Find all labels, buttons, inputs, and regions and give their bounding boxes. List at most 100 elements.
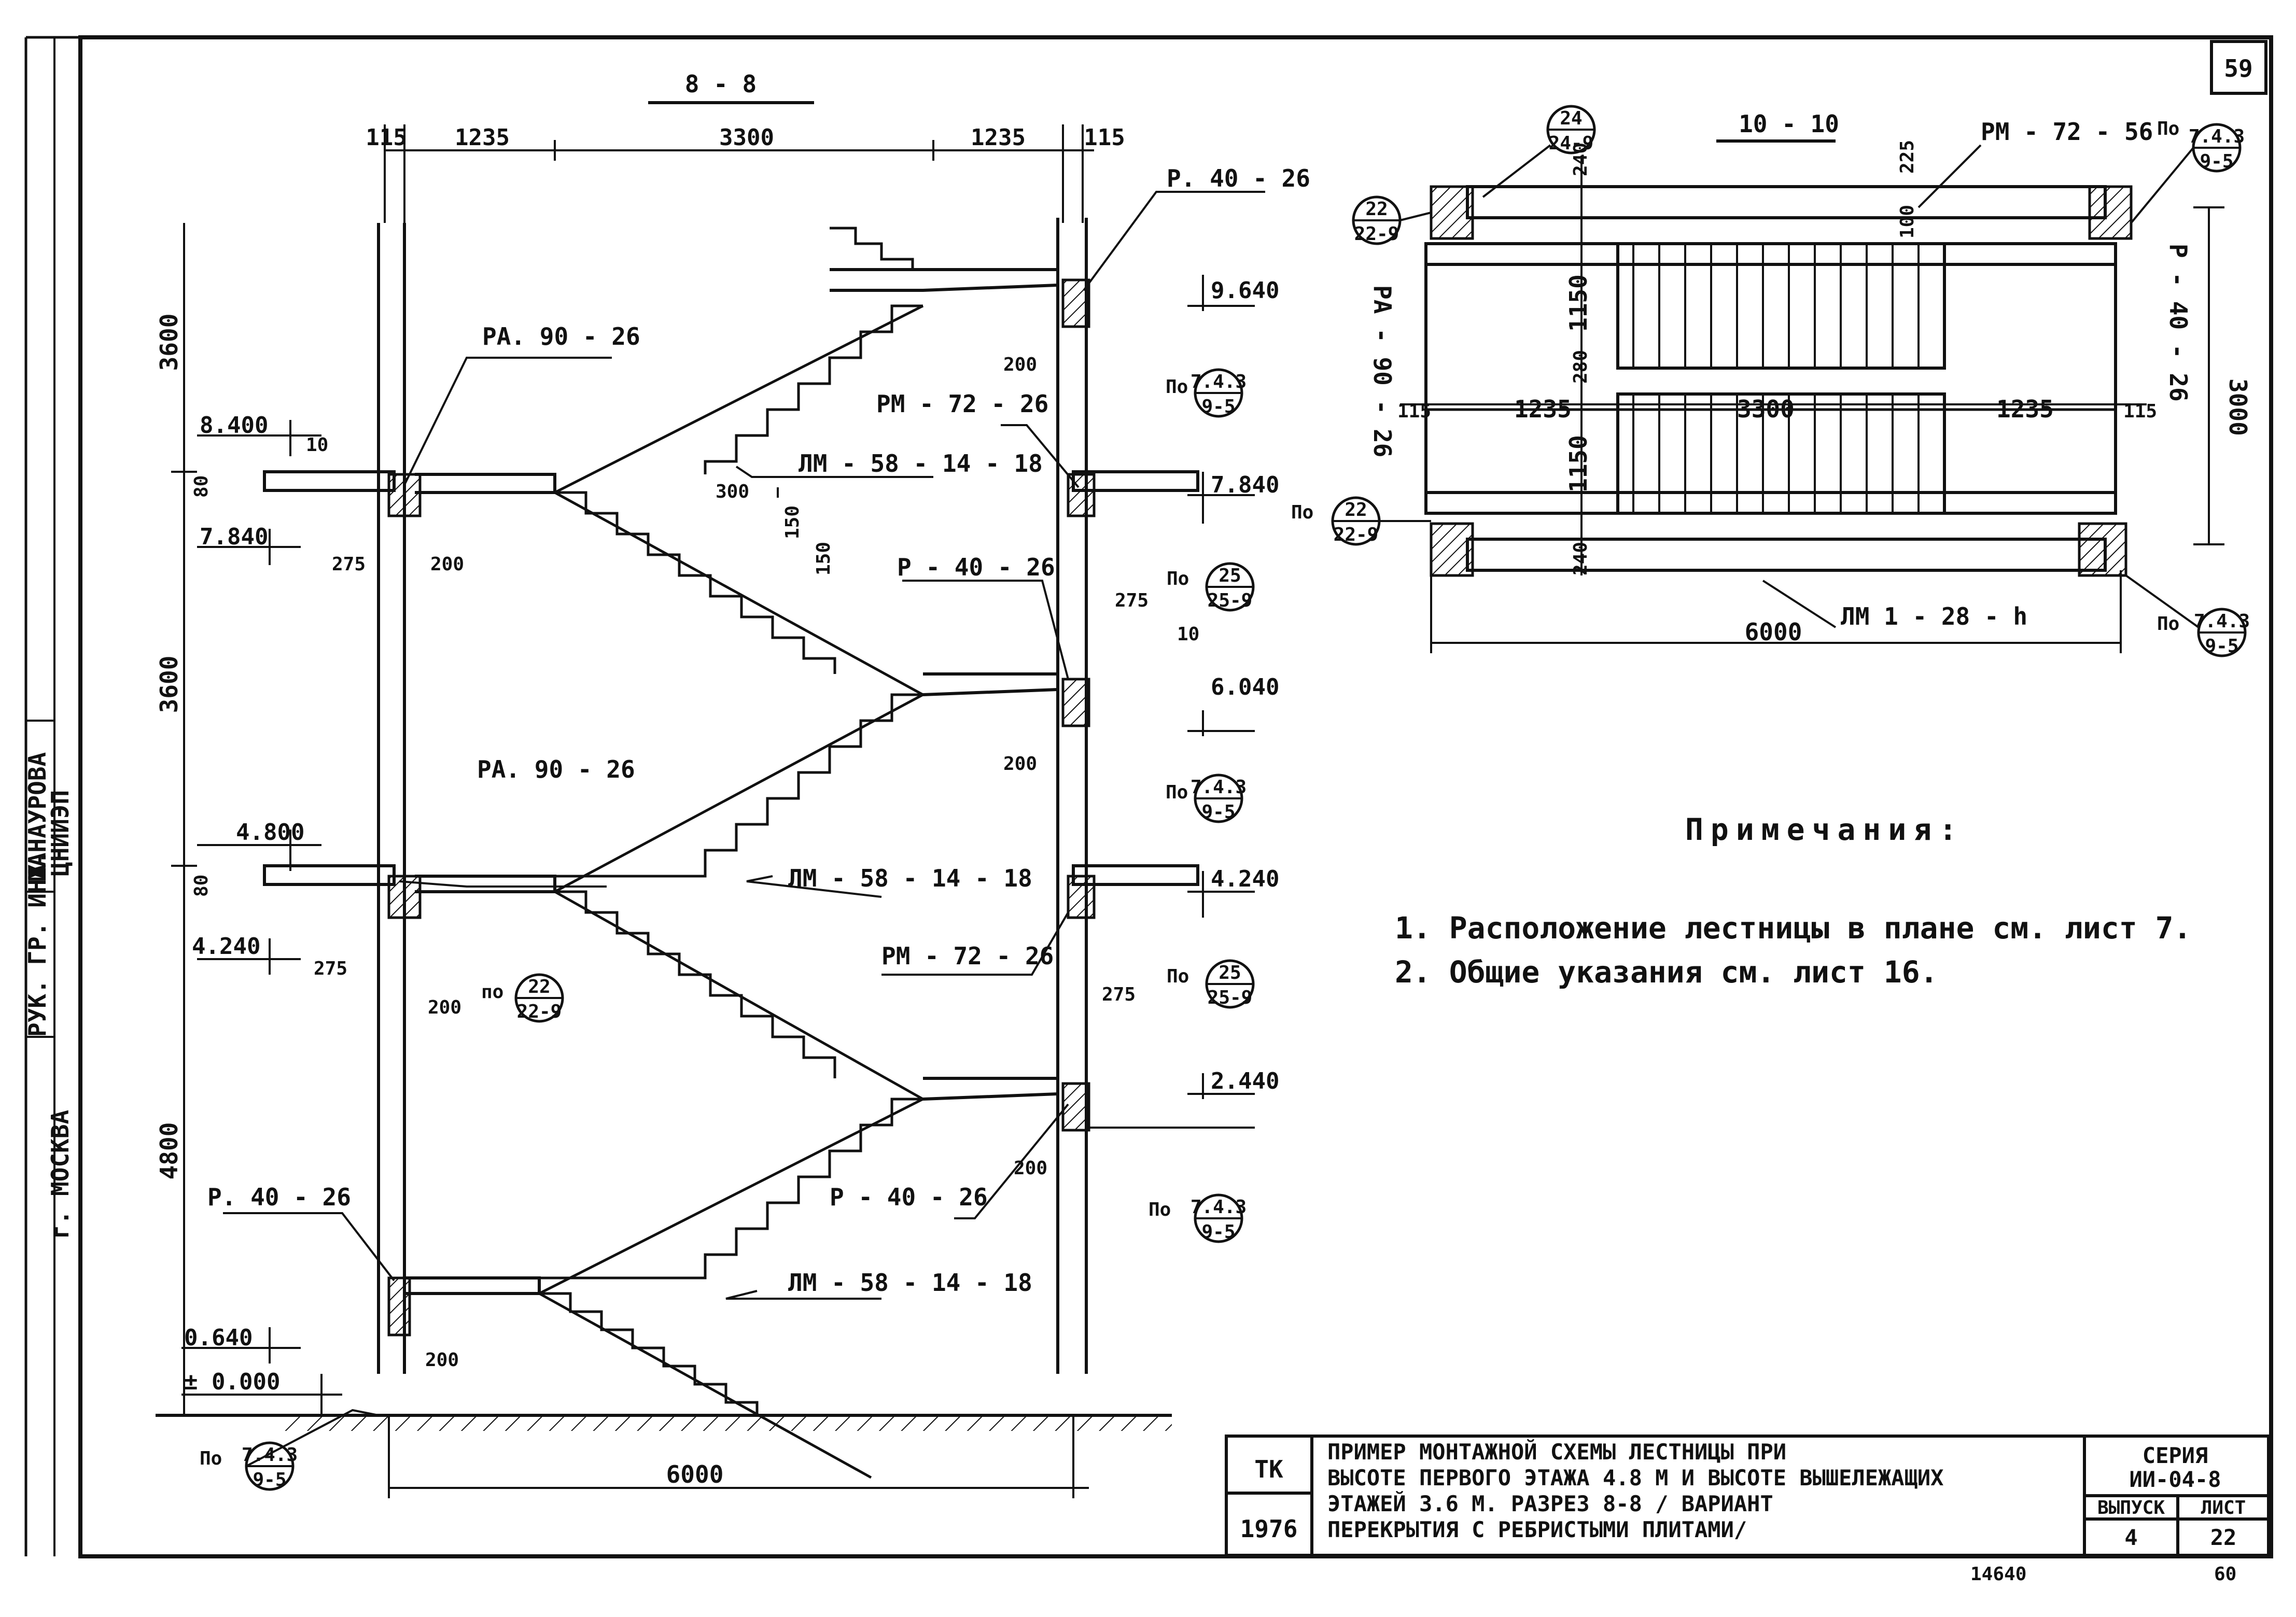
plan-steps xyxy=(1426,244,2116,513)
callout-c7-prefix: По xyxy=(200,1448,222,1469)
dim-300: 300 xyxy=(716,481,749,502)
callout-c6: По 7.4.3 9-5 xyxy=(1149,1193,1247,1243)
dim-80-mid: 80 xyxy=(191,875,212,897)
plan-10-10: 10 - 10 xyxy=(1291,105,2252,657)
plan-callout-br-prefix: По xyxy=(2157,613,2179,635)
plan-dim-1150b: 1150 xyxy=(1564,435,1592,493)
tb-year: 1976 xyxy=(1240,1515,1298,1543)
mark-p40-mid: Р - 40 - 26 xyxy=(897,553,1055,581)
dim-150a: 150 xyxy=(782,505,803,539)
plan-callout-l-num: 22 xyxy=(1365,199,1388,220)
plan-callout-bl: По 22 22-9 xyxy=(1291,496,1431,546)
dim-275-r2: 275 xyxy=(1102,984,1136,1005)
plan-dim-6000: 6000 xyxy=(1745,618,1802,646)
elev-0640: 0.640 xyxy=(184,1325,253,1351)
tb-issue-label: ВЫПУСК xyxy=(2097,1497,2165,1518)
callout-c5-num: 25 xyxy=(1219,962,1241,983)
plan-callout-bl-den: 22-9 xyxy=(1334,524,1379,545)
dim-200-bot: 200 xyxy=(425,1349,459,1371)
elev-4240-left: 4.240 xyxy=(192,933,260,960)
elev-2440: 2.440 xyxy=(1211,1068,1279,1094)
footer-inventory: 14640 xyxy=(1970,1564,2026,1585)
plan-callout-br-num: 7.4.3 xyxy=(2194,611,2250,632)
beams xyxy=(387,278,1096,1337)
callout-c2-den: 25-9 xyxy=(1208,590,1253,611)
callout-c6-prefix: По xyxy=(1149,1199,1171,1220)
side-code: ЦНИИЭП xyxy=(46,790,74,876)
callout-c7-num: 7.4.3 xyxy=(242,1444,298,1466)
mark-rm72-lower: РМ - 72 - 26 xyxy=(881,942,1054,970)
plan-mark-p40: Р - 40 - 26 xyxy=(2164,244,2192,402)
plan-dim-225: 225 xyxy=(1897,140,1918,174)
mark-p40-low: Р. 40 - 26 xyxy=(207,1183,351,1211)
dim-200-r1: 200 xyxy=(1003,354,1037,375)
plan-callout-tr-prefix: По xyxy=(2157,118,2179,139)
callout-c2-prefix: По xyxy=(1167,568,1189,589)
dim-80-top: 80 xyxy=(191,475,212,498)
dim-10-r1: 10 xyxy=(1177,624,1199,645)
plan-dim-115-left: 115 xyxy=(1397,401,1431,422)
note-2: 2. Общие указания см. лист 16. xyxy=(1395,954,1938,990)
dim-6000-section: 6000 xyxy=(666,1460,724,1488)
plan-callout-bl-prefix: По xyxy=(1291,502,1313,523)
plan-dim-100: 100 xyxy=(1897,205,1918,238)
callout-c2: По 25 25-9 xyxy=(1167,562,1255,612)
tb-series-label: СЕРИЯ xyxy=(2143,1443,2208,1468)
plan-callout-tl-den: 24-9 xyxy=(1549,133,1594,154)
callout-c4: по 22 22-9 xyxy=(481,973,564,1023)
callout-c6-den: 9-5 xyxy=(1201,1221,1235,1243)
elev-4240-right: 4.240 xyxy=(1211,866,1279,892)
callout-c1: По 7.4.3 9-5 xyxy=(1166,368,1247,418)
mark-pa90-upper: РА. 90 - 26 xyxy=(482,322,640,350)
plan-callout-bl-num: 22 xyxy=(1345,499,1367,521)
notes: Примечания: 1. Расположение лестницы в п… xyxy=(1395,812,2191,990)
dim-200-r3: 200 xyxy=(1014,1158,1047,1179)
ground-line xyxy=(280,1414,1172,1431)
sheet-frame xyxy=(24,35,2273,1558)
plan-callout-tl-num: 24 xyxy=(1560,108,1582,129)
title-block: ТК 1976 ПРИМЕР МОНТАЖНОЙ СХЕМЫ ЛЕСТНИЦЫ … xyxy=(1225,1435,2270,1557)
callout-c3-prefix: По xyxy=(1166,782,1188,803)
height-3600-mid: 3600 xyxy=(155,656,183,713)
plan-mark-rm72-56: РМ - 72 - 56 xyxy=(1981,118,2153,146)
section-walls xyxy=(377,218,1088,1374)
mark-lm-mid: ЛМ - 58 - 14 - 18 xyxy=(788,864,1032,892)
dim-10-top: 10 xyxy=(306,434,328,456)
dim-150b: 150 xyxy=(813,542,834,575)
dim-275-r1: 275 xyxy=(1115,590,1149,611)
plan-callout-l: 22 22-9 xyxy=(1352,195,1432,245)
plan-dim-115-right: 115 xyxy=(2123,401,2157,422)
callout-c5: По 25 25-9 xyxy=(1167,959,1255,1009)
plan-mark-pa90: РА - 90 - 26 xyxy=(1368,285,1396,457)
callout-c4-num: 22 xyxy=(528,976,550,997)
callout-c3: По 7.4.3 9-5 xyxy=(1166,774,1247,823)
dim-1235-right: 1235 xyxy=(971,124,1026,151)
dim-1235-left: 1235 xyxy=(455,124,510,151)
plan-mark-lm1: ЛМ 1 - 28 - h xyxy=(1841,602,2027,630)
height-4800: 4800 xyxy=(155,1122,183,1180)
dim-275-top: 275 xyxy=(332,554,366,575)
plan-dim-240-top: 240 xyxy=(1570,143,1591,176)
callout-c3-num: 7.4.3 xyxy=(1191,777,1247,798)
elev-0000: ± 0.000 xyxy=(184,1369,280,1395)
flights xyxy=(538,227,924,1479)
plan-dim-1235-left: 1235 xyxy=(1514,395,1572,423)
callout-c2-num: 25 xyxy=(1219,565,1241,586)
callout-c7-den: 9-5 xyxy=(253,1469,286,1491)
callout-c1-prefix: По xyxy=(1166,376,1188,398)
dim-275-mid: 275 xyxy=(314,958,347,979)
landings xyxy=(404,268,1059,1295)
plan-callout-tl: 24 24-9 xyxy=(1482,105,1596,198)
side-role: РУК. ГР. ИНЖ. xyxy=(23,850,51,1037)
mark-p40-top: Р. 40 - 26 xyxy=(1167,164,1310,192)
side-org: г. МОСКВА xyxy=(46,1110,74,1239)
section-8-8: 8 - 8 115 1235 3300 1235 115 xyxy=(155,70,1310,1498)
mark-lm-low: ЛМ - 58 - 14 - 18 xyxy=(788,1269,1032,1297)
elev-8400: 8.400 xyxy=(200,412,268,439)
plan-dim-3000: 3000 xyxy=(2224,378,2252,436)
base-dim xyxy=(388,1415,1089,1498)
dim-3300: 3300 xyxy=(719,124,774,151)
plan-dim-280: 280 xyxy=(1570,350,1591,384)
tb-sheet-value: 22 xyxy=(2210,1525,2237,1550)
